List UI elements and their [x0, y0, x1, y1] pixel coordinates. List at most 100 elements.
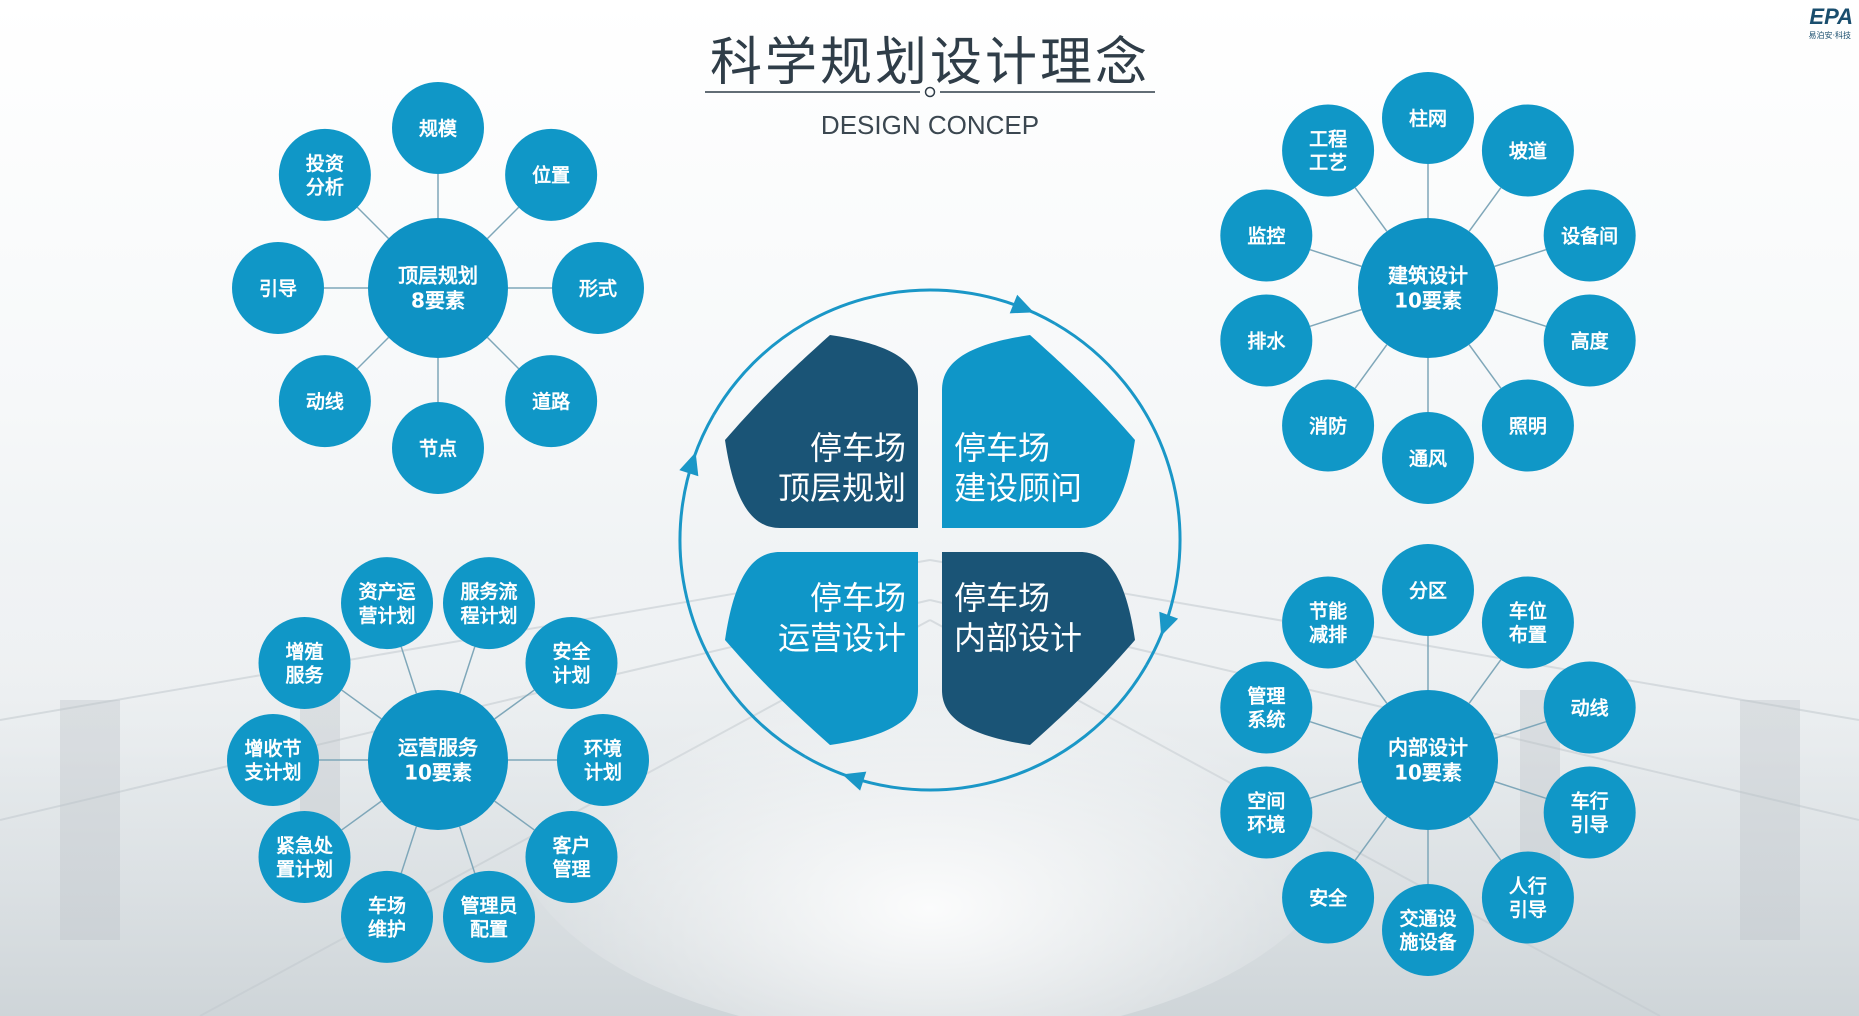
page-subtitle: DESIGN CONCEP [820, 110, 1040, 140]
connector-line [400, 646, 418, 694]
element-node-circle [278, 128, 371, 221]
element-node: 环境计划 [557, 714, 649, 806]
element-node: 车位布置 [1481, 576, 1574, 669]
element-node-circle [525, 617, 618, 710]
element-node-circle [505, 355, 598, 448]
element-node-circle [1282, 851, 1375, 944]
petal-top-left: 停车场顶层规划 [725, 335, 918, 528]
element-node-label: 柱网 [1409, 107, 1447, 130]
element-node-circle [552, 242, 644, 334]
petal-shape [725, 552, 918, 745]
element-node-label: 管理系统 [1247, 684, 1285, 731]
element-node-label: 投资分析 [306, 152, 344, 199]
connector-line [341, 689, 382, 720]
petal-label: 停车场建设顾问 [954, 429, 1082, 507]
petal-shape [942, 335, 1135, 528]
element-node-label: 节能减排 [1309, 599, 1347, 646]
element-node: 工程工艺 [1282, 104, 1375, 197]
element-node-circle [1382, 72, 1474, 164]
element-node-label: 照明 [1509, 415, 1547, 437]
element-node-label: 资产运营计划 [359, 580, 416, 627]
petal-label: 停车场顶层规划 [778, 429, 906, 507]
connector-line [341, 800, 382, 831]
element-node-label: 通风 [1409, 448, 1447, 470]
element-node-label: 节点 [419, 438, 457, 460]
element-node: 节能减排 [1282, 576, 1375, 669]
element-node-label: 空间环境 [1247, 789, 1285, 836]
element-node: 增收节支计划 [227, 714, 319, 806]
element-node: 节点 [392, 402, 484, 494]
connector-line [1309, 248, 1362, 268]
connector-line [1309, 720, 1362, 740]
element-node: 坡道 [1481, 104, 1574, 197]
element-node-label: 引导 [259, 278, 297, 300]
element-node-label: 工程工艺 [1309, 128, 1347, 174]
petal-bottom-right: 停车场内部设计 [942, 552, 1135, 745]
element-node: 形式 [552, 242, 644, 334]
element-node-circle [227, 714, 319, 806]
element-node: 通风 [1382, 412, 1474, 504]
element-node-circle [1220, 189, 1313, 282]
connector-line [1309, 780, 1362, 800]
element-node: 消防 [1282, 379, 1375, 472]
element-node: 规模 [392, 82, 484, 174]
element-node-label: 客户管理 [552, 834, 590, 881]
element-node-circle [1382, 412, 1474, 504]
cycle-arrow-icon [679, 452, 699, 477]
element-node: 空间环境 [1220, 766, 1313, 859]
connector-line [1468, 816, 1502, 861]
element-node: 增殖服务 [258, 617, 351, 710]
element-node-label: 交通设施设备 [1399, 907, 1457, 954]
element-node: 管理系统 [1220, 661, 1313, 754]
cluster-hub-circle [1358, 218, 1498, 358]
element-node-circle [1282, 104, 1375, 197]
element-node-label: 环境计划 [584, 737, 622, 784]
element-node-label: 增收节支计划 [243, 737, 301, 784]
connector-line [494, 800, 535, 831]
element-node-circle [1220, 661, 1313, 754]
element-node-circle [1220, 294, 1313, 387]
petal-bottom-left: 停车场运营设计 [725, 552, 918, 745]
element-node-circle [1282, 379, 1375, 472]
element-node: 位置 [505, 128, 598, 221]
element-node-label: 位置 [532, 164, 570, 187]
element-node: 动线 [278, 355, 371, 448]
cluster-hub-circle [1358, 690, 1498, 830]
element-node-label: 形式 [579, 277, 617, 300]
element-node-label: 管理员配置 [460, 894, 517, 941]
element-node-label: 紧急处置计划 [276, 834, 334, 881]
element-node-circle [505, 128, 598, 221]
cluster-hub-circle [368, 690, 508, 830]
page-title: 科学规划设计理念 [709, 33, 1150, 93]
element-node-label: 道路 [532, 390, 571, 413]
connector-line [400, 826, 418, 874]
element-node-label: 高度 [1571, 329, 1610, 352]
cycle-ring [678, 288, 1182, 792]
logo-text: EPA [1809, 4, 1853, 29]
connector-line [1494, 720, 1547, 740]
element-node-circle [1481, 576, 1574, 669]
element-node-label: 服务流程计划 [460, 580, 517, 627]
element-node: 安全 [1282, 851, 1375, 944]
connector-line [1354, 659, 1388, 704]
element-node: 管理员配置 [442, 870, 535, 963]
cycle-arc [1054, 322, 1182, 666]
element-node-label: 动线 [1571, 696, 1609, 719]
connector-line [494, 689, 535, 720]
element-node-label: 坡道 [1509, 139, 1547, 162]
petal-shape [942, 552, 1135, 745]
element-node: 交通设施设备 [1382, 884, 1474, 976]
element-node: 监控 [1220, 189, 1313, 282]
element-node-label: 安全计划 [552, 640, 591, 687]
element-node-circle [1543, 294, 1636, 387]
element-node-circle [258, 617, 351, 710]
element-node-circle [1481, 851, 1574, 944]
element-node: 资产运营计划 [341, 557, 434, 650]
element-node-label: 分区 [1409, 580, 1447, 602]
element-node: 安全计划 [525, 617, 618, 710]
